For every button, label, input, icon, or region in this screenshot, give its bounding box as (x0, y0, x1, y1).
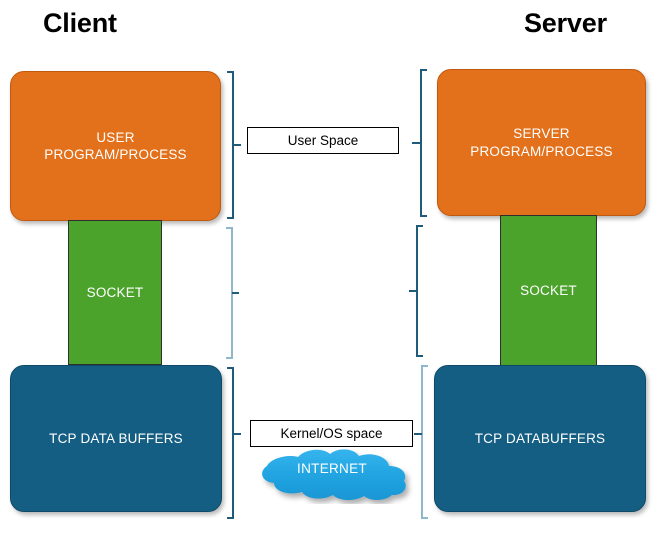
server-tcp-buffers-box[interactable]: TCP DATABUFFERS (434, 365, 646, 512)
client-user-program-line1: USER (96, 129, 135, 145)
bracket-client-user-space (227, 71, 241, 219)
server-tcp-buffers-label: TCP DATABUFFERS (474, 430, 606, 446)
bracket-client-middle (226, 227, 239, 359)
server-socket-label: SOCKET (520, 282, 577, 298)
internet-cloud[interactable]: INTERNET (258, 448, 416, 504)
client-socket-box[interactable]: SOCKET (68, 220, 162, 365)
user-space-label: User Space (247, 127, 399, 154)
client-user-program-line2: PROGRAM/PROCESS (44, 147, 187, 162)
server-program-line2: PROGRAM/PROCESS (470, 143, 613, 159)
bracket-client-kernel-space (227, 367, 241, 519)
cloud-icon (262, 449, 406, 501)
server-socket-box[interactable]: SOCKET (500, 215, 597, 366)
server-program-line1: SERVER (513, 126, 570, 142)
client-user-program-box[interactable]: USER PROGRAM/PROCESS (10, 71, 221, 221)
client-tcp-buffers-label: TCP DATA BUFFERS (49, 430, 183, 446)
page-title-server: Server (524, 8, 607, 38)
server-program-label: SERVER PROGRAM/PROCESS (464, 125, 619, 160)
bracket-server-kernel-space (414, 365, 428, 519)
bracket-server-user-space (412, 69, 427, 217)
bracket-server-middle (409, 225, 423, 357)
client-user-program-label: USER PROGRAM/PROCESS (38, 129, 193, 164)
server-program-box[interactable]: SERVER PROGRAM/PROCESS (437, 69, 646, 216)
client-tcp-buffers-box[interactable]: TCP DATA BUFFERS (10, 365, 222, 512)
kernel-os-space-label: Kernel/OS space (250, 420, 413, 447)
page-title-client: Client (43, 8, 117, 38)
client-socket-label: SOCKET (86, 284, 144, 300)
